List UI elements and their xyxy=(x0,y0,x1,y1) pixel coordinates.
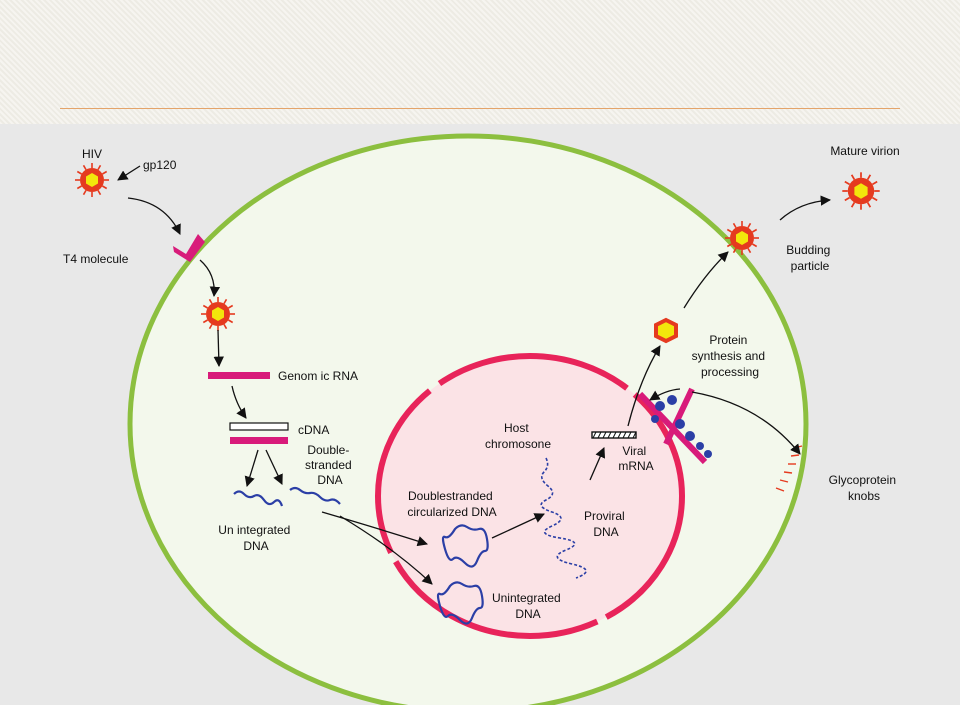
mature-virion-icon xyxy=(841,171,881,211)
label-double-stranded-dna: Double- stranded DNA xyxy=(305,443,355,487)
label-gp120: gp120 xyxy=(143,158,177,172)
label-protein-synthesis: Protein synthesis and processing xyxy=(692,333,769,379)
genomic-rna-bar xyxy=(208,372,270,379)
label-mature-virion: Mature virion xyxy=(830,144,899,158)
cdna-strand xyxy=(229,422,289,431)
arrow-dna-to-circular xyxy=(321,511,428,547)
unintegrated-linear-dna-icon xyxy=(233,490,284,507)
label-unintegrated-dna-cytoplasm: Un integrated DNA xyxy=(218,523,293,553)
label-t4-molecule: T4 molecule xyxy=(63,252,129,266)
label-hiv: HIV xyxy=(82,147,102,161)
nucleus-membrane xyxy=(375,353,685,639)
arrow-hiv-to-t4 xyxy=(127,197,181,235)
new-viral-core-icon xyxy=(654,317,678,344)
rna-template-strand xyxy=(230,437,288,444)
unintegrated-circular-dna-icon xyxy=(436,581,484,625)
arrow-budding-to-mature xyxy=(779,195,832,221)
arrow-virion-to-rna xyxy=(213,329,224,368)
ribosome-er-icon xyxy=(637,387,712,465)
arrow-mrna-to-protein xyxy=(627,345,661,427)
label-proviral-dna: Proviral DNA xyxy=(584,509,628,539)
arrow-dna-to-unintegrated xyxy=(339,515,433,585)
arrow-t4-to-virion xyxy=(199,259,221,298)
label-cdna: cDNA xyxy=(298,423,329,437)
label-circularized-dna: Doublestranded circularized DNA xyxy=(407,489,496,519)
arrow-rna-to-cdna xyxy=(231,385,247,419)
header-divider xyxy=(60,108,900,109)
viral-mrna-hatch xyxy=(592,431,637,439)
arrow-provirus-to-mrna xyxy=(589,447,606,481)
diagram-panel: HIV gp120 T4 molecule Genom ic RNA cDNA … xyxy=(0,124,960,705)
arrow-er-to-glycoprotein xyxy=(691,391,801,455)
arrow-circular-to-chromosome xyxy=(491,513,545,539)
process-arrows xyxy=(117,165,832,585)
arrow-protein-to-budding xyxy=(683,251,729,309)
label-host-chromosome: Host chromosone xyxy=(485,421,551,451)
label-unintegrated-dna-nucleus: Unintegrated DNA xyxy=(492,591,564,621)
arrow-gp120-to-hiv xyxy=(117,165,141,181)
hiv-virion-icon xyxy=(74,162,110,198)
hiv-lifecycle-diagram: HIV gp120 T4 molecule Genom ic RNA cDNA … xyxy=(63,133,900,705)
label-glycoprotein-knobs: Glycoprotein knobs xyxy=(829,473,900,503)
nucleus xyxy=(375,353,685,639)
arrow-cdna-to-ds-dna xyxy=(265,449,283,485)
double-stranded-linear-dna-icon xyxy=(289,486,341,505)
label-budding-particle: Budding particle xyxy=(786,243,833,273)
arrow-glycoprotein-to-er xyxy=(649,388,681,401)
arrow-cdna-to-linear-dna xyxy=(244,449,259,487)
circularized-dna-icon xyxy=(441,524,489,568)
label-genomic-rna: Genom ic RNA xyxy=(278,369,358,383)
t4-receptor-icon xyxy=(173,234,205,262)
host-chromosome-icon xyxy=(540,457,587,579)
label-viral-mrna: Viral mRNA xyxy=(618,444,653,473)
slide-header xyxy=(0,0,960,124)
